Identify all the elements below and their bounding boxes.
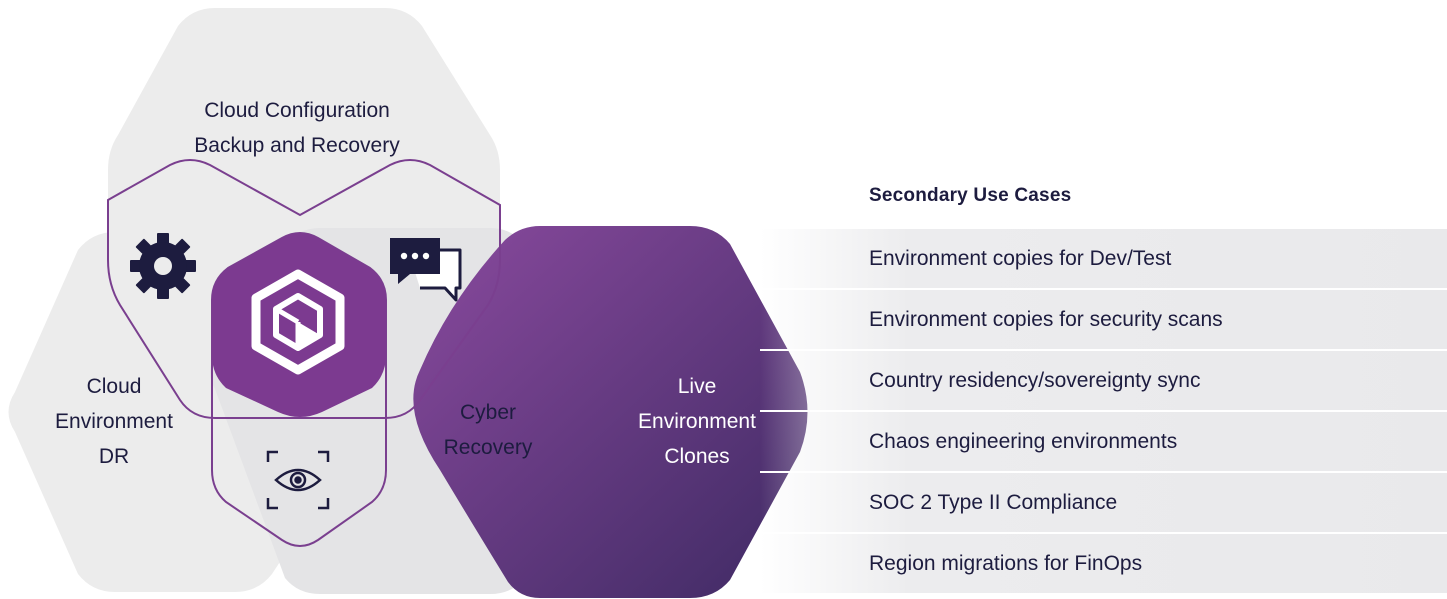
left-hexagon-label-line3: DR [99,445,129,468]
middle-hexagon-label-line2: Recovery [444,436,533,459]
live-hexagon-label-line3: Clones [664,445,729,468]
use-case-item: Environment copies for Dev/Test [760,227,1447,288]
use-case-item: SOC 2 Type II Compliance [760,471,1447,532]
live-hexagon [413,226,808,598]
secondary-use-cases-title: Secondary Use Cases [869,185,1072,206]
overlap-outline-top [107,159,501,419]
eye-scan-icon [266,450,330,510]
use-case-item: Country residency/sovereignty sync [760,349,1447,410]
top-hexagon-label-line2: Backup and Recovery [194,134,400,157]
live-hexagon-label-line1: Live [678,375,717,398]
top-hexagon-label-line1: Cloud Configuration [204,99,390,122]
left-hexagon-label-line1: Cloud [87,375,142,398]
left-hexagon-label-line2: Environment [55,410,173,433]
gear-icon [130,233,196,299]
middle-hexagon-label-line1: Cyber [460,401,516,424]
live-hexagon-label-line2: Environment [638,410,756,433]
use-case-item: Environment copies for security scans [760,288,1447,349]
use-case-item: Region migrations for FinOps [760,532,1447,593]
secondary-use-cases-panel: Secondary Use Cases Environment copies f… [760,165,1447,593]
chat-bubbles-icon [390,238,462,302]
use-case-item: Chaos engineering environments [760,410,1447,471]
cube-logo-icon [251,269,345,375]
